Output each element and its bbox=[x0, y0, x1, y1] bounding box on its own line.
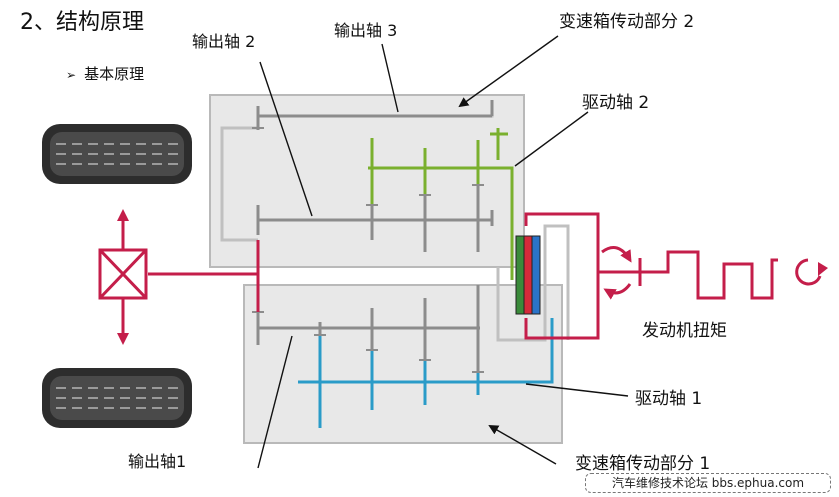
watermark: 汽车维修技术论坛 bbs.ephua.com bbox=[585, 473, 831, 493]
subtitle-text: 基本原理 bbox=[84, 65, 145, 83]
gearbox-housing-1 bbox=[243, 224, 570, 444]
page-title: 2、结构原理 bbox=[20, 10, 144, 35]
differential bbox=[98, 209, 148, 345]
output-shaft-1 bbox=[256, 285, 480, 372]
drive-shaft-2 bbox=[368, 128, 514, 280]
dual-clutch bbox=[515, 235, 541, 315]
label-output-shaft-1: 输出轴1 bbox=[128, 452, 186, 471]
wheel-bottom bbox=[42, 368, 192, 428]
label-output-shaft-3: 输出轴 3 bbox=[334, 21, 397, 40]
label-gearbox-part-2: 变速箱传动部分 2 bbox=[559, 12, 694, 32]
label-gearbox-part-1: 变速箱传动部分 1 bbox=[575, 454, 710, 474]
subtitle: ➢ 基本原理 bbox=[66, 63, 144, 84]
bullet-icon: ➢ bbox=[66, 68, 77, 82]
wheel-top bbox=[42, 124, 192, 184]
engine-shaft bbox=[148, 212, 828, 340]
gear-marks bbox=[252, 127, 484, 373]
output-shaft-3 bbox=[256, 100, 494, 130]
leader-lines bbox=[257, 35, 629, 469]
label-engine-torque: 发动机扭矩 bbox=[642, 321, 727, 341]
label-drive-shaft-1: 驱动轴 1 bbox=[635, 389, 702, 409]
label-drive-shaft-2: 驱动轴 2 bbox=[582, 93, 649, 113]
label-output-shaft-2: 输出轴 2 bbox=[192, 32, 255, 51]
